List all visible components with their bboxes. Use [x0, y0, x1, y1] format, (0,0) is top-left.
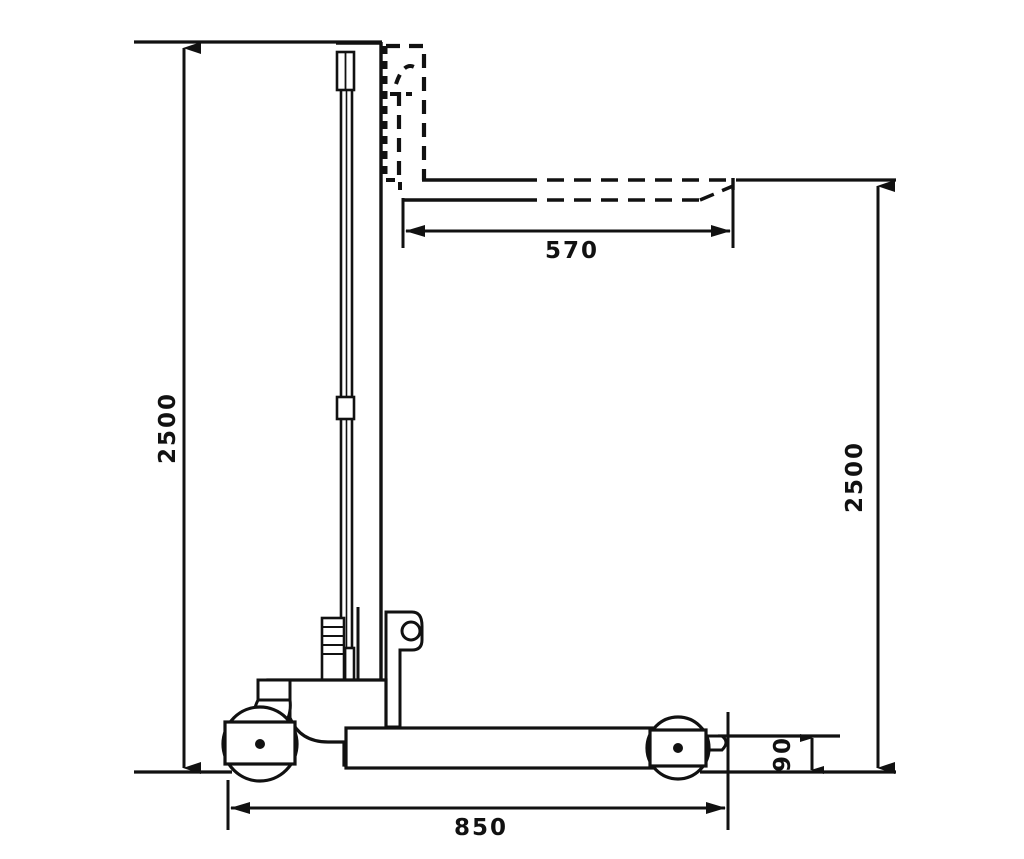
dimension-label-lift-height: 2500	[842, 441, 868, 513]
hydraulic-ram	[320, 616, 346, 682]
dimension-fork-reach: 570	[405, 225, 731, 264]
handle-pivot-hole	[400, 620, 422, 642]
front-load-wheel	[645, 715, 711, 781]
fork-tip-taper	[699, 184, 734, 202]
carriage-outline	[386, 43, 427, 180]
dimension-chassis-length: 850	[230, 802, 726, 841]
lift-mast	[335, 41, 383, 692]
rear-caster-wheel	[221, 705, 299, 783]
carriage-top-hook	[394, 64, 418, 85]
straddle-leg	[344, 726, 728, 770]
fork-arms-raised-phantom	[403, 178, 735, 202]
dimension-lift-height: 2500	[842, 180, 895, 774]
dimension-label-mast-height: 2500	[155, 392, 181, 464]
fork-carriage-raised-phantom	[382, 43, 427, 190]
dimension-mast-height: 2500	[155, 42, 201, 774]
dimension-ground-clearance: 90	[770, 734, 824, 774]
dimension-label-ground-clearance: 90	[770, 736, 796, 772]
tiller-handle-bracket	[384, 610, 424, 729]
load-wheel-axle	[673, 743, 683, 753]
dimension-label-fork-reach: 570	[545, 238, 599, 264]
straddle-leg-body	[344, 726, 654, 770]
mast-slider-block-mid	[335, 395, 356, 421]
caster-wheel-axle	[255, 739, 265, 749]
dimension-label-chassis-length: 850	[454, 815, 508, 841]
carriage-heel	[386, 178, 402, 190]
